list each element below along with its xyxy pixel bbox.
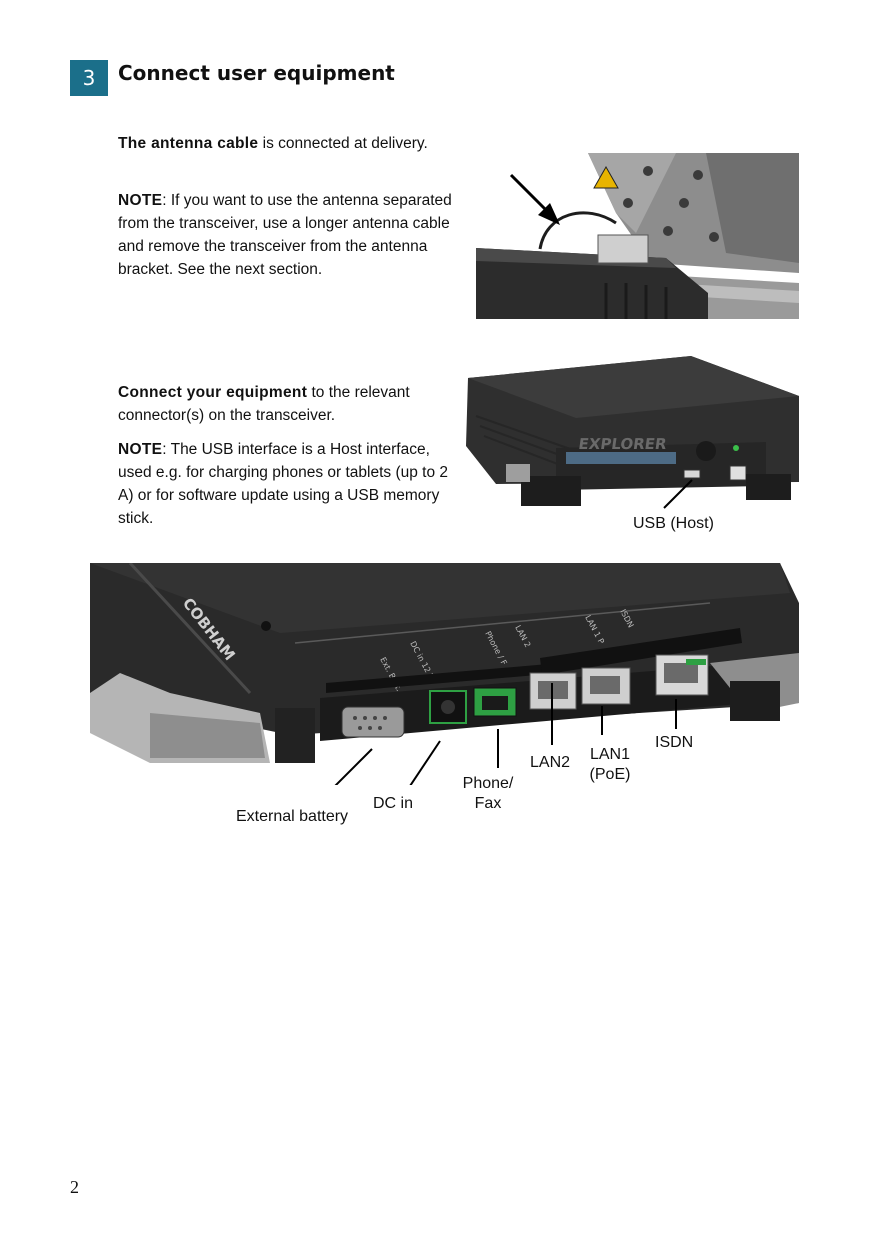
- connect-equipment-text: to the relevant connector(s) on the tran…: [118, 384, 410, 424]
- dc-in-callout: DC in: [373, 795, 414, 812]
- connect-equipment-lead: Connect your equipment: [118, 384, 308, 401]
- phone-fax-line1: Phone/: [462, 775, 514, 792]
- usb-note-text: : The USB interface is a Host interface,…: [118, 441, 449, 527]
- lan1-line1: LAN1: [589, 746, 631, 763]
- external-battery-callout: External battery: [236, 808, 349, 825]
- antenna-cable-photo: [476, 153, 799, 319]
- lan2-callout: LAN2: [530, 754, 571, 771]
- antenna-cable-text: is connected at delivery.: [258, 135, 428, 152]
- antenna-note-lead: NOTE: [118, 192, 163, 209]
- page-number: 2: [70, 1177, 79, 1197]
- step-title: Connect user equipment: [118, 61, 395, 85]
- antenna-cable-lead: The antenna cable: [118, 135, 259, 152]
- antenna-note-paragraph: NOTE: If you want to use the antenna sep…: [118, 189, 453, 281]
- phone-fax-callout: Phone/ Fax: [460, 774, 516, 814]
- connect-equipment-paragraph: Connect your equipment to the relevant c…: [118, 381, 453, 427]
- usb-note-paragraph: NOTE: The USB interface is a Host interf…: [118, 438, 453, 530]
- connector-panel-photo: COBHAM Ext. Batt. DC in 12 V Phone / F L…: [90, 563, 799, 785]
- explorer-brand-text: EXPLORER: [577, 435, 668, 453]
- transceiver-usb-photo: EXPLORER: [466, 356, 799, 514]
- isdn-callout: ISDN: [655, 734, 694, 751]
- step-number-badge: 3: [70, 60, 108, 96]
- antenna-cable-paragraph: The antenna cable is connected at delive…: [118, 132, 453, 155]
- usb-note-lead: NOTE: [118, 441, 163, 458]
- antenna-note-text: : If you want to use the antenna separat…: [118, 192, 452, 278]
- lan1-line2: (PoE): [589, 766, 631, 783]
- phone-fax-line2: Fax: [474, 795, 502, 812]
- lan1-poe-callout: LAN1 (PoE): [587, 745, 633, 785]
- usb-host-callout: USB (Host): [633, 515, 714, 532]
